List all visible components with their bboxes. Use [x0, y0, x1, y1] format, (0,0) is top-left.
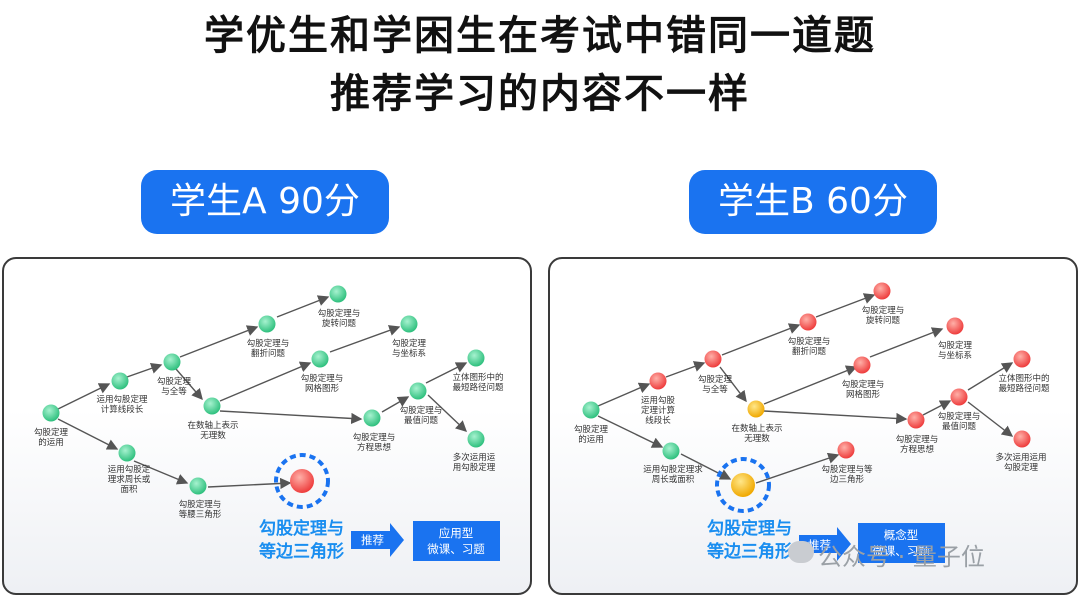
node-a-highlight-ring — [274, 453, 330, 509]
svg-text:在数轴上表示无理数: 在数轴上表示无理数 — [731, 423, 782, 444]
svg-text:运用勾股定理求周长或面积: 运用勾股定理求周长或面积 — [108, 464, 151, 495]
node-a-8[interactable] — [311, 350, 329, 368]
svg-text:勾股定理与最值问题: 勾股定理与最值问题 — [938, 411, 981, 432]
student-a-knowledge-graph: 勾股定理的运用 运用勾股定理计算线段长 运用勾股定理求周长或面积 勾股定理与全等… — [34, 285, 504, 562]
student-b-badge: 学生B 60分 — [689, 170, 937, 234]
node-a-12[interactable] — [467, 349, 485, 367]
svg-text:勾股定理与翻折问题: 勾股定理与翻折问题 — [247, 338, 290, 359]
student-b-labels: 勾股定理的运用 运用勾股定理计算线段长 运用勾股定理求周长或面积 勾股定理与全等… — [574, 305, 1050, 485]
node-b-12[interactable] — [1013, 350, 1031, 368]
svg-text:勾股定理与方程思想: 勾股定理与方程思想 — [353, 432, 396, 453]
node-a-highlight[interactable] — [290, 469, 314, 493]
node-a-5[interactable] — [258, 315, 276, 333]
wechat-icon — [788, 541, 814, 563]
node-b-highlight[interactable] — [731, 473, 755, 497]
node-a-10[interactable] — [363, 409, 381, 427]
node-b-highlight-ring — [715, 457, 771, 513]
svg-text:勾股定理的运用: 勾股定理的运用 — [574, 424, 609, 445]
node-a-2[interactable] — [118, 444, 136, 462]
node-b-2[interactable] — [662, 442, 680, 460]
recommend-arrow-icon — [351, 523, 404, 557]
highlight-topic-line2: 等边三角形 — [707, 541, 792, 562]
svg-text:运用勾股定理计算线段长: 运用勾股定理计算线段长 — [96, 394, 148, 415]
recommend-box — [858, 523, 945, 563]
svg-text:运用勾股定理求周长或面积: 运用勾股定理求周长或面积 — [643, 464, 703, 485]
recommend-box-line2: 微课、习题 — [427, 542, 485, 556]
recommend-label: 推荐 — [361, 533, 384, 547]
svg-text:勾股定理与等边三角形: 勾股定理与等边三角形 — [821, 464, 873, 485]
node-a-13[interactable] — [467, 430, 485, 448]
student-a-nodes — [42, 285, 485, 509]
svg-text:勾股定理与旋转问题: 勾股定理与旋转问题 — [862, 305, 905, 326]
student-a-recommendation: 勾股定理与 等边三角形 推荐 应用型 微课、习题 — [259, 518, 500, 562]
svg-text:勾股定理与方程思想: 勾股定理与方程思想 — [896, 434, 939, 455]
svg-text:勾股定理与最值问题: 勾股定理与最值问题 — [400, 405, 443, 426]
node-a-1[interactable] — [111, 372, 129, 390]
title-line-2: 推荐学习的内容不一样 — [330, 71, 750, 117]
node-b-7[interactable] — [873, 282, 891, 300]
svg-text:多次运用运用勾股定理: 多次运用运用勾股定理 — [453, 452, 496, 473]
node-a-11[interactable] — [409, 382, 427, 400]
svg-text:勾股定理与网格图形: 勾股定理与网格图形 — [842, 379, 885, 400]
node-b-13[interactable] — [1013, 430, 1031, 448]
node-b-9[interactable] — [946, 317, 964, 335]
highlight-topic-line2: 等边三角形 — [259, 541, 344, 562]
student-a-knowledge-graph-panel: 勾股定理的运用 运用勾股定理计算线段长 运用勾股定理求周长或面积 勾股定理与全等… — [2, 257, 532, 595]
node-a-6[interactable] — [203, 397, 221, 415]
student-a-badge: 学生A 90分 — [141, 170, 389, 234]
recommend-label: 推荐 — [808, 538, 831, 552]
svg-text:勾股定理与网格图形: 勾股定理与网格图形 — [301, 373, 344, 394]
student-b-knowledge-graph: 勾股定理的运用 运用勾股定理计算线段长 运用勾股定理求周长或面积 勾股定理与全等… — [574, 282, 1050, 563]
title-line-1: 学优生和学困生在考试中错同一道题 — [204, 13, 876, 59]
student-b-knowledge-graph-panel: 勾股定理的运用 运用勾股定理计算线段长 运用勾股定理求周长或面积 勾股定理与全等… — [548, 257, 1078, 595]
svg-text:勾股定理与坐标系: 勾股定理与坐标系 — [938, 340, 973, 361]
node-b-10[interactable] — [907, 411, 925, 429]
svg-text:勾股定理与坐标系: 勾股定理与坐标系 — [392, 338, 427, 359]
node-b-4[interactable] — [837, 441, 855, 459]
svg-text:在数轴上表示无理数: 在数轴上表示无理数 — [187, 420, 238, 441]
svg-text:立体图形中的最短路径问题: 立体图形中的最短路径问题 — [452, 372, 504, 393]
recommend-box-line1: 应用型 — [439, 526, 474, 540]
svg-text:勾股定理与翻折问题: 勾股定理与翻折问题 — [788, 336, 831, 357]
node-b-3[interactable] — [704, 350, 722, 368]
node-a-0[interactable] — [42, 404, 60, 422]
svg-text:勾股定理与旋转问题: 勾股定理与旋转问题 — [318, 308, 361, 329]
node-a-4[interactable] — [189, 477, 207, 495]
node-b-0[interactable] — [582, 401, 600, 419]
node-b-5[interactable] — [799, 313, 817, 331]
node-b-8[interactable] — [853, 356, 871, 374]
node-b-6[interactable] — [747, 400, 765, 418]
recommend-box-line1: 概念型 — [884, 528, 919, 542]
svg-text:勾股定理与全等: 勾股定理与全等 — [157, 376, 192, 397]
node-b-11[interactable] — [950, 388, 968, 406]
recommend-box-line2: 微课、习题 — [872, 544, 930, 558]
node-a-9[interactable] — [400, 315, 418, 333]
svg-text:勾股定理与全等: 勾股定理与全等 — [698, 374, 733, 395]
highlight-topic-line1: 勾股定理与 — [707, 518, 792, 539]
watermark: 公众号 · 量子位 — [818, 543, 985, 571]
node-a-3[interactable] — [163, 353, 181, 371]
student-a-labels: 勾股定理的运用 运用勾股定理计算线段长 运用勾股定理求周长或面积 勾股定理与全等… — [34, 308, 504, 520]
svg-text:立体图形中的最短路径问题: 立体图形中的最短路径问题 — [998, 373, 1050, 394]
recommend-box — [413, 521, 500, 561]
node-b-1[interactable] — [649, 372, 667, 390]
node-a-7[interactable] — [329, 285, 347, 303]
student-b-recommendation: 勾股定理与 等边三角形 推荐 概念型 微课、习题 — [707, 518, 945, 563]
svg-text:勾股定理的运用: 勾股定理的运用 — [34, 427, 69, 448]
svg-text:多次运用运用勾股定理: 多次运用运用勾股定理 — [995, 452, 1046, 473]
student-b-nodes — [582, 282, 1031, 513]
svg-text:运用勾股定理计算线段长: 运用勾股定理计算线段长 — [641, 395, 676, 426]
svg-text:勾股定理与等腰三角形: 勾股定理与等腰三角形 — [179, 499, 222, 520]
highlight-topic-line1: 勾股定理与 — [259, 518, 344, 539]
